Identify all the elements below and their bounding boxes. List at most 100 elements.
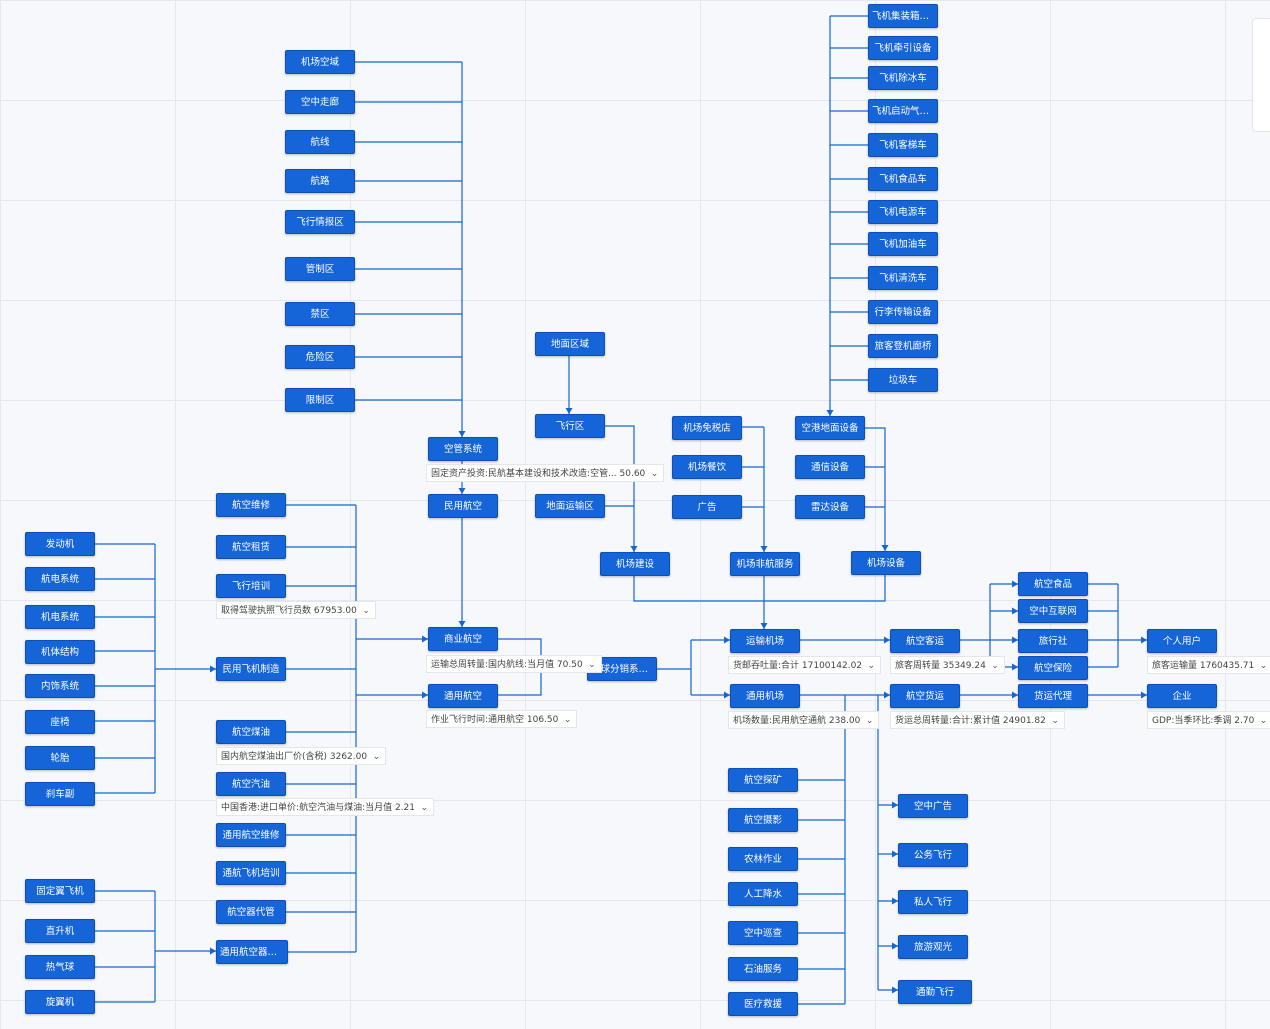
node-ysjc[interactable]: 运输机场 <box>730 629 800 653</box>
node-s4[interactable]: 飞机启动气源设备 <box>868 99 938 123</box>
node-gwfx[interactable]: 公务飞行 <box>898 843 968 867</box>
node-thwx[interactable]: 通用航空维修 <box>216 823 286 847</box>
node-hkbx[interactable]: 航空保险 <box>1018 656 1088 680</box>
node-kzhlw[interactable]: 空中互联网 <box>1018 599 1088 623</box>
node-s5[interactable]: 飞机客梯车 <box>868 133 938 157</box>
node-gdyj[interactable]: 固定翼飞机 <box>25 879 95 903</box>
chevron-down-icon[interactable]: ⌄ <box>362 606 370 616</box>
node-dmysq[interactable]: 地面运输区 <box>535 494 605 518</box>
node-hkwx[interactable]: 航空维修 <box>216 493 286 517</box>
node-nsxt[interactable]: 内饰系统 <box>25 674 95 698</box>
node-txsb[interactable]: 通信设备 <box>795 455 865 479</box>
node-hktk[interactable]: 航空探矿 <box>728 768 798 792</box>
chevron-down-icon[interactable]: ⌄ <box>867 661 876 671</box>
node-s3[interactable]: 飞机除冰车 <box>868 66 938 90</box>
node-hkzl[interactable]: 航空租赁 <box>216 535 286 559</box>
node-fdj[interactable]: 发动机 <box>25 532 95 556</box>
node-hkqd[interactable]: 航空器代管 <box>216 900 286 924</box>
chevron-down-icon[interactable]: ⌄ <box>563 715 572 725</box>
indicator-i_tyhk[interactable]: 作业飞行时间:通用航空 106.50⌄ <box>426 710 578 728</box>
node-thpx[interactable]: 通航飞机培训 <box>216 861 286 885</box>
node-s6[interactable]: 飞机食品车 <box>868 167 938 191</box>
node-dmqy[interactable]: 地面区域 <box>535 332 605 356</box>
node-mhhk[interactable]: 民用航空 <box>428 494 498 518</box>
chevron-down-icon[interactable]: ⌄ <box>420 803 428 813</box>
node-s2[interactable]: 飞机牵引设备 <box>868 36 938 60</box>
node-hydl[interactable]: 货运代理 <box>1018 684 1088 708</box>
node-scp[interactable]: 刹车副 <box>25 782 95 806</box>
node-syfw[interactable]: 石油服务 <box>728 957 798 981</box>
node-s7[interactable]: 飞机电源车 <box>868 200 938 224</box>
node-hl[interactable]: 航路 <box>285 169 355 193</box>
chevron-down-icon[interactable]: ⌄ <box>650 469 659 479</box>
node-hksy[interactable]: 航空摄影 <box>728 808 798 832</box>
node-qy[interactable]: 企业 <box>1147 684 1217 708</box>
node-myfjzz[interactable]: 民用飞机制造 <box>216 657 286 681</box>
node-kgxt[interactable]: 空管系统 <box>428 437 498 461</box>
node-gryh[interactable]: 个人用户 <box>1147 629 1217 653</box>
node-fxqbq[interactable]: 飞行情报区 <box>285 210 355 234</box>
node-tqfx[interactable]: 通勤飞行 <box>898 980 972 1004</box>
node-s9[interactable]: 飞机清洗车 <box>868 266 938 290</box>
node-jccy[interactable]: 机场餐饮 <box>672 455 742 479</box>
node-hx[interactable]: 航线 <box>285 130 355 154</box>
node-syhk[interactable]: 商业航空 <box>428 627 498 651</box>
node-lxs[interactable]: 旅行社 <box>1018 629 1088 653</box>
node-jcjs[interactable]: 机场建设 <box>600 552 670 576</box>
node-tyjc[interactable]: 通用机场 <box>730 684 800 708</box>
node-fxq[interactable]: 飞行区 <box>535 414 605 438</box>
node-ylzj[interactable]: 医疗救援 <box>728 992 798 1016</box>
chevron-down-icon[interactable]: ⌄ <box>991 661 999 671</box>
node-jcmsd[interactable]: 机场免税店 <box>672 416 742 440</box>
node-jtjg[interactable]: 机体结构 <box>25 640 95 664</box>
node-tyhk[interactable]: 通用航空 <box>428 684 498 708</box>
node-thzz[interactable]: 通用航空器制造 <box>216 940 288 964</box>
node-gzq[interactable]: 管制区 <box>285 257 355 281</box>
node-xzq[interactable]: 限制区 <box>285 388 355 412</box>
node-s10[interactable]: 行李传输设备 <box>868 300 938 324</box>
node-jckj[interactable]: 机场空域 <box>285 50 355 74</box>
chevron-down-icon[interactable]: ⌄ <box>1259 661 1268 671</box>
indicator-i_ysjc[interactable]: 货邮吞吐量:合计 17100142.02⌄ <box>728 656 882 674</box>
chevron-down-icon[interactable]: ⌄ <box>865 716 874 726</box>
indicator-i_hkhy[interactable]: 货运总周转量:合计:累计值 24901.82⌄ <box>890 711 1065 729</box>
node-zsj[interactable]: 直升机 <box>25 919 95 943</box>
node-fxpx[interactable]: 飞行培训 <box>216 574 286 598</box>
node-zy[interactable]: 座椅 <box>25 710 95 734</box>
indicator-i_tyjc[interactable]: 机场数量:民用航空通航 238.00⌄ <box>728 711 880 729</box>
chevron-down-icon[interactable]: ⌄ <box>588 660 596 670</box>
node-rgjs[interactable]: 人工降水 <box>728 882 798 906</box>
node-wxq[interactable]: 危险区 <box>285 345 355 369</box>
indicator-i_qy[interactable]: GDP:当季环比:季调 2.70⌄ <box>1147 711 1270 729</box>
side-panel-tab[interactable] <box>1252 18 1270 132</box>
indicator-i_syhk[interactable]: 运输总周转量:国内航线:当月值 70.50⌄ <box>426 655 602 673</box>
node-hkky[interactable]: 航空客运 <box>890 629 960 653</box>
indicator-i_hkky[interactable]: 旅客周转量 35349.24⌄ <box>890 656 1005 674</box>
node-ldsb[interactable]: 雷达设备 <box>795 495 865 519</box>
node-hkmy[interactable]: 航空煤油 <box>216 720 286 744</box>
node-kgdmsb[interactable]: 空港地面设备 <box>795 416 865 440</box>
node-kzzl[interactable]: 空中走廊 <box>285 90 355 114</box>
node-hkhy[interactable]: 航空货运 <box>890 684 960 708</box>
indicator-i_hkmy[interactable]: 国内航空煤油出厂价(含税) 3262.00⌄ <box>216 747 387 765</box>
node-nyzy[interactable]: 农林作业 <box>728 847 798 871</box>
node-jcfhfw[interactable]: 机场非航服务 <box>730 552 800 576</box>
node-srfx[interactable]: 私人飞行 <box>898 890 968 914</box>
node-lygg[interactable]: 旅游观光 <box>898 935 968 959</box>
node-jq[interactable]: 禁区 <box>285 302 355 326</box>
node-gg[interactable]: 广告 <box>672 495 742 519</box>
node-s1[interactable]: 飞机集装箱升降... <box>868 4 938 28</box>
node-xyj[interactable]: 旋翼机 <box>25 990 95 1014</box>
chevron-down-icon[interactable]: ⌄ <box>1051 716 1059 726</box>
indicator-i_gryh[interactable]: 旅客运输量 1760435.71⌄ <box>1147 656 1270 674</box>
node-hdxt[interactable]: 航电系统 <box>25 567 95 591</box>
indicator-i_kgxt[interactable]: 固定资产投资:民航基本建设和技术改造:空管... 50.60⌄ <box>426 464 665 482</box>
node-rqq[interactable]: 热气球 <box>25 955 95 979</box>
node-hksp[interactable]: 航空食品 <box>1018 572 1088 596</box>
node-s11[interactable]: 旅客登机廊桥 <box>868 334 938 358</box>
indicator-i_fxpx[interactable]: 取得驾驶执照飞行员数 67953.00⌄ <box>216 601 376 619</box>
node-kzxc[interactable]: 空中巡查 <box>728 921 798 945</box>
node-hkqy[interactable]: 航空汽油 <box>216 772 286 796</box>
node-lt[interactable]: 轮胎 <box>25 746 95 770</box>
chevron-down-icon[interactable]: ⌄ <box>372 752 381 762</box>
